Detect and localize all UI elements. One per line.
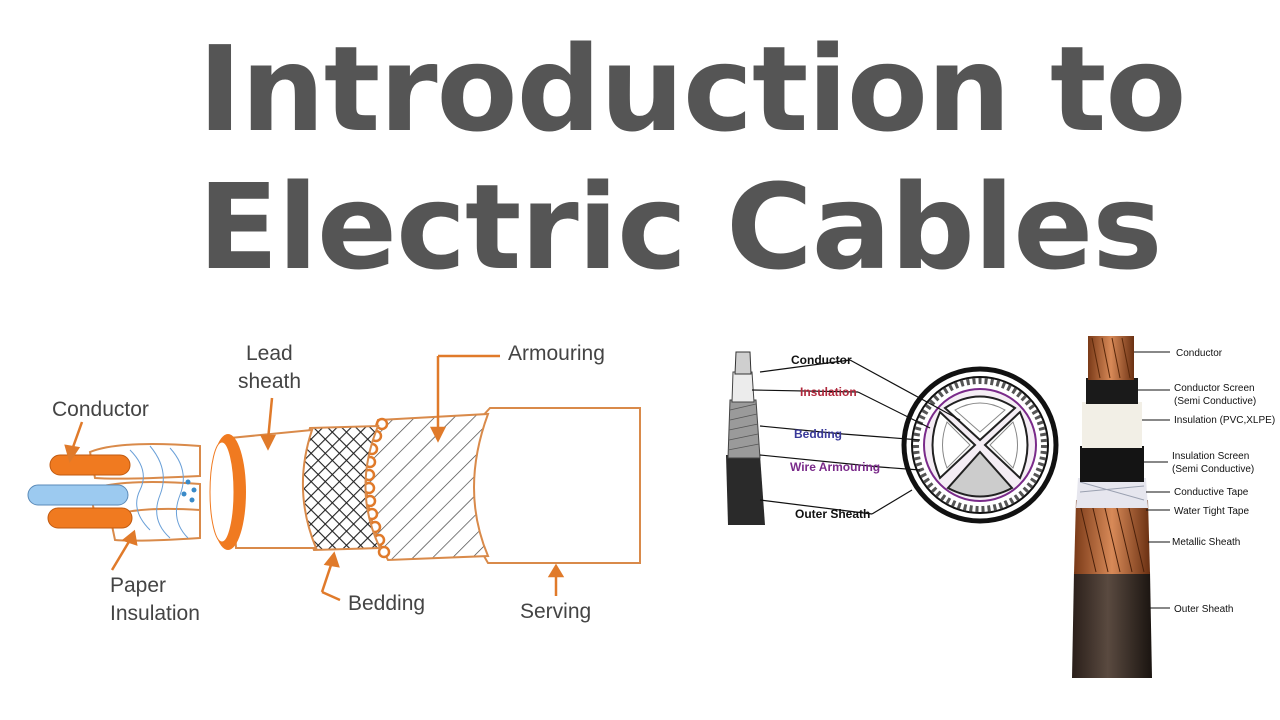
outer-sheath-layer [1072,572,1152,678]
label-insulation-mid: Insulation [800,385,857,399]
title-line-2: Electric Cables [198,158,1163,296]
label-paper-insulation-1: Paper [110,574,166,597]
label-outer-sheath-mid: Outer Sheath [795,507,870,521]
label-armouring: Armouring [508,342,605,365]
tape-layer [1076,478,1148,508]
label-paper-insulation-2: Insulation [110,602,200,625]
label-lead-sheath-2: sheath [238,370,301,393]
right-cable-diagram: Conductor Conductor Screen (Semi Conduct… [1072,318,1275,680]
label-serving: Serving [520,600,591,623]
conductors [27,454,133,529]
title-line-1: Introduction to [198,20,1186,158]
label-conductive-tape: Conductive Tape [1174,487,1249,498]
label-conductor-mid: Conductor [791,353,852,367]
label-insulation-right: Insulation (PVC,XLPE) [1174,415,1275,426]
middle-cable-diagram: Conductor Insulation Bedding Wire Armour… [726,351,1059,525]
label-conductor-screen-2: (Semi Conductive) [1174,396,1256,407]
label-bedding: Bedding [348,592,425,615]
lead-sheath-layer [228,428,318,549]
insulation-screen-layer [1080,446,1144,482]
conductor-layer [1088,336,1134,380]
label-metallic-sheath: Metallic Sheath [1172,537,1240,548]
serving-layer [462,407,641,564]
label-insulation-screen-2: (Semi Conductive) [1172,464,1254,475]
label-insulation-screen-1: Insulation Screen [1172,451,1249,462]
label-lead-sheath-1: Lead [246,342,293,365]
label-conductor: Conductor [52,398,149,421]
insulation-layer [1082,402,1142,448]
label-conductor-screen-1: Conductor Screen [1174,383,1255,394]
conductor-screen-layer [1086,378,1138,404]
label-water-tight-tape: Water Tight Tape [1174,506,1249,517]
label-outer-sheath-right: Outer Sheath [1174,604,1233,615]
label-conductor-right: Conductor [1176,348,1223,359]
label-bedding-mid: Bedding [794,427,842,441]
left-cable-diagram: Conductor Lead sheath Armouring Paper In… [27,342,641,625]
cross-section [901,366,1059,524]
label-wire-armouring-mid: Wire Armouring [790,460,880,474]
side-cable [726,351,765,525]
